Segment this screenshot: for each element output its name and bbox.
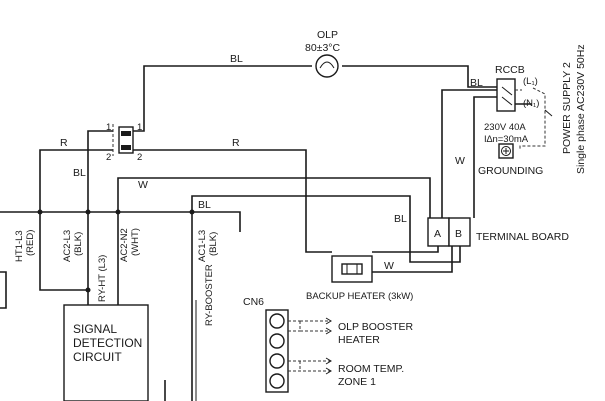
wire-label-bl: BL xyxy=(470,77,483,89)
relay-pin-2-left: 2 xyxy=(106,152,111,163)
wire-label-w: W xyxy=(138,179,148,191)
cn6-pin xyxy=(269,353,285,369)
cn6-label: CN6 xyxy=(243,296,264,308)
terminal-label: (RED) xyxy=(25,230,36,256)
rccb-label: RCCB xyxy=(495,64,525,76)
output-room-temp-line1: ROOM TEMP. xyxy=(338,363,404,375)
relay-pin-2: 2 xyxy=(137,152,142,163)
ry-booster-label: RY-BOOSTER xyxy=(204,264,215,326)
rccb-n1: (N₁) xyxy=(523,98,539,109)
wire-label-bl: BL xyxy=(230,53,243,65)
power-supply-title: POWER SUPPLY 2 xyxy=(561,62,573,154)
power-supply: POWER SUPPLY 2 Single phase AC230V 50Hz xyxy=(561,44,587,174)
terminal-b: B xyxy=(455,228,462,240)
wire-label-r: R xyxy=(60,137,68,149)
rccb: RCCB (L₁) (N₁) 230V 40A I∆n=30mA xyxy=(484,64,553,150)
terminal-label: (WHT) xyxy=(130,228,141,256)
wires xyxy=(0,65,532,401)
wire-label-w: W xyxy=(455,155,465,167)
terminal-label: AC2-L3 xyxy=(62,230,73,262)
terminal-board: A B TERMINAL BOARD xyxy=(427,217,569,247)
wire-label-bl: BL xyxy=(198,199,211,211)
wire-label-bl: BL xyxy=(394,213,407,225)
rccb-rating-a: 230V 40A xyxy=(484,122,526,133)
signal-detection-line2: DETECTION xyxy=(73,336,142,350)
rccb-l1: (L₁) xyxy=(523,76,538,87)
terminal-a: A xyxy=(434,228,441,240)
terminal-label: (BLK) xyxy=(73,232,84,256)
olp-thermal-protector: OLP 80±3°C xyxy=(305,29,340,78)
junction-dot xyxy=(37,209,43,215)
cn6-connector: CN6 xyxy=(243,296,332,393)
cn6-pin xyxy=(269,313,285,329)
signal-detection-line3: CIRCUIT xyxy=(73,350,122,364)
backup-heater-label: BACKUP HEATER (3kW) xyxy=(306,291,413,302)
wire-label-r: R xyxy=(232,137,240,149)
terminal-label: AC1-L3 xyxy=(197,230,208,262)
olp-rating: 80±3°C xyxy=(305,42,340,54)
output-room-temp-line2: ZONE 1 xyxy=(338,376,376,388)
relay-contact: 1 2 1 2 xyxy=(106,122,142,163)
relay-pin-1-left: 1 xyxy=(106,122,111,133)
signal-detection-line1: SIGNAL xyxy=(73,322,117,336)
terminal-board-label: TERMINAL BOARD xyxy=(476,231,569,243)
ry-ht-label: RY-HT (L3) xyxy=(97,255,108,302)
junction-dot xyxy=(115,209,121,215)
wire-label-w: W xyxy=(384,260,394,272)
terminal-labels: HT1-L3 (RED) AC2-L3 (BLK) AC2-N2 (WHT) A… xyxy=(14,228,219,326)
rccb-rating-b: I∆n=30mA xyxy=(484,134,529,145)
relay-pin-1: 1 xyxy=(137,122,142,133)
cn6-outputs: OLP BOOSTER HEATER ROOM TEMP. ZONE 1 xyxy=(338,321,413,388)
output-olp-booster-line1: OLP BOOSTER xyxy=(338,321,413,333)
power-supply-spec: Single phase AC230V 50Hz xyxy=(575,44,587,174)
terminal-label: (BLK) xyxy=(208,232,219,256)
grounding: GROUNDING xyxy=(478,143,543,177)
cn6-pin xyxy=(269,373,285,389)
olp-label: OLP xyxy=(317,29,338,41)
signal-detection-circuit: SIGNAL DETECTION CIRCUIT xyxy=(63,304,149,401)
terminal-label: HT1-L3 xyxy=(14,230,25,262)
wire-label-bl: BL xyxy=(73,167,86,179)
cn6-pin xyxy=(269,333,285,349)
output-olp-booster-line2: HEATER xyxy=(338,334,380,346)
backup-heater: BACKUP HEATER (3kW) xyxy=(306,255,413,302)
junction-dot xyxy=(85,287,91,293)
junction-dots xyxy=(37,209,195,293)
terminal-label: AC2-N2 xyxy=(119,228,130,262)
junction-dot xyxy=(189,209,195,215)
grounding-label: GROUNDING xyxy=(478,165,543,177)
wire-labels: BL BL R R BL W BL W BL W xyxy=(60,53,483,272)
junction-dot xyxy=(85,209,91,215)
